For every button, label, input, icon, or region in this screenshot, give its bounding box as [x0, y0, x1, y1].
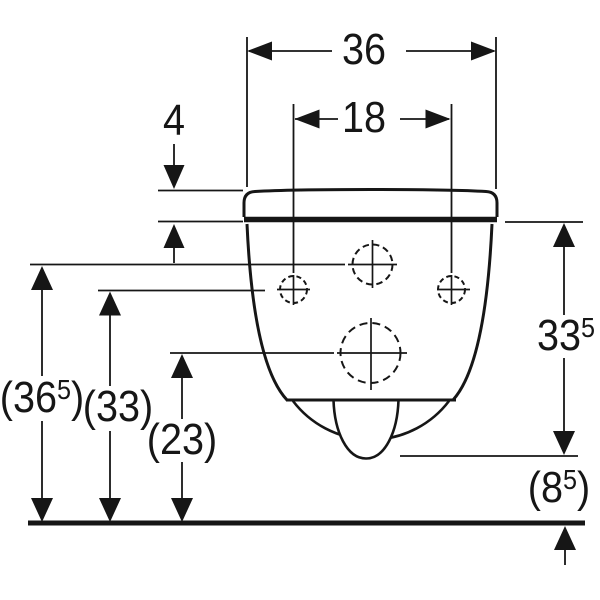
dim-width-total [246, 37, 497, 189]
arrow-left-icon [294, 109, 320, 129]
dim-outlet-bottom [554, 526, 576, 565]
bowl-left-edge [245, 223, 289, 402]
dim-label-side-hole-height: (33) [82, 382, 154, 431]
arrow-left-icon [247, 41, 272, 61]
arrow-right-icon [425, 109, 451, 129]
hole-top-center [348, 240, 397, 288]
dim-label-rim-height: 335 [536, 311, 596, 360]
dim-bolt-spacing [292, 104, 453, 273]
dim-label-bolt-spacing: 18 [341, 93, 387, 142]
hole-left [277, 275, 310, 305]
arrow-down-icon [99, 498, 121, 522]
outlet-pipe [332, 399, 400, 460]
dim-lid-thickness [158, 144, 243, 263]
arrow-up-icon [99, 291, 121, 316]
arrow-down-icon [31, 498, 53, 522]
dim-label-outlet-bottom-height: (85) [527, 463, 591, 512]
dim-fixing-height [30, 263, 345, 522]
arrow-down-icon [553, 431, 575, 455]
cistern-lid [242, 187, 499, 217]
dim-label-fixing-height: (365) [0, 373, 85, 422]
toilet-outline [242, 187, 499, 460]
dim-outlet-center-height [170, 352, 334, 522]
arrow-down-icon [171, 498, 193, 522]
dim-side-hole-height [98, 289, 265, 522]
dim-label-outlet-center-height: (23) [146, 415, 218, 464]
arrow-up-icon [31, 266, 53, 290]
arrow-right-icon [471, 41, 496, 61]
arrow-down-icon [163, 165, 185, 189]
arrow-up-icon [171, 354, 193, 378]
dim-label-lid-thickness: 4 [162, 96, 186, 145]
mounting-holes [277, 240, 470, 390]
hole-outlet-center [337, 318, 407, 390]
dim-label-width-total: 36 [341, 25, 387, 74]
dim-rim-height [400, 221, 583, 457]
bowl-right-edge [451, 223, 494, 402]
arrow-up-icon [163, 224, 185, 248]
arrow-up-icon [554, 526, 576, 550]
hole-right [437, 275, 470, 305]
arrow-up-icon [553, 223, 575, 247]
